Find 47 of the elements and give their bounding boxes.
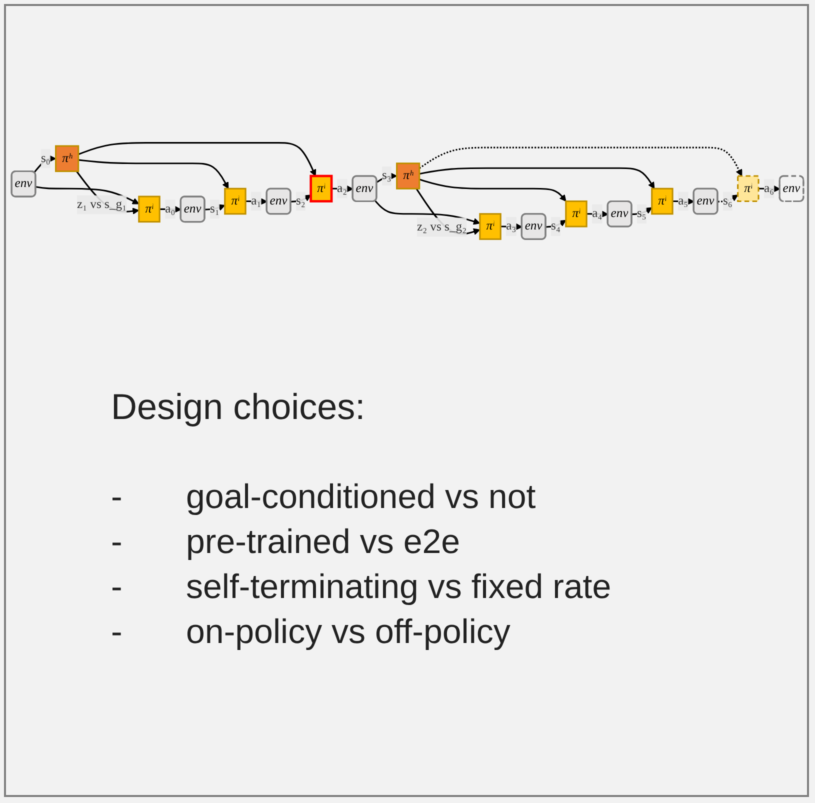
bullet-dash: - bbox=[111, 568, 124, 607]
arrow bbox=[78, 159, 229, 189]
arrow bbox=[419, 167, 655, 189]
arrow bbox=[374, 200, 480, 225]
edge-label: a₃ bbox=[506, 219, 516, 233]
bullet-dash: - bbox=[111, 613, 124, 652]
node-box bbox=[479, 213, 502, 240]
edge-label: s₅ bbox=[637, 206, 646, 220]
node-box bbox=[310, 174, 333, 202]
arrow bbox=[290, 194, 312, 202]
edge-label: a₁ bbox=[251, 194, 262, 208]
arrow bbox=[718, 194, 738, 202]
edge-label: s₀ bbox=[40, 152, 50, 165]
edge-label: s₃ bbox=[382, 168, 392, 182]
bullet-dash: - bbox=[111, 523, 124, 562]
list-item: on-policy vs off-policy bbox=[186, 613, 510, 652]
edge-label: z₂ vs s_g₂ bbox=[416, 220, 466, 234]
arrow bbox=[78, 142, 316, 176]
edge-label: a₆ bbox=[764, 182, 774, 195]
arrow bbox=[419, 178, 566, 202]
node-box bbox=[396, 162, 420, 190]
edge-label: a₅ bbox=[678, 194, 688, 208]
edge-label: a₂ bbox=[337, 182, 348, 195]
edge-label: a₄ bbox=[592, 206, 602, 220]
list-item: pre-trained vs e2e bbox=[186, 523, 460, 562]
edge-label: z₁ vs s_g₁ bbox=[77, 198, 127, 212]
arrow bbox=[76, 170, 140, 215]
node-box bbox=[651, 188, 674, 215]
arrow bbox=[632, 207, 652, 216]
arrow bbox=[418, 146, 742, 176]
bullet-dash: - bbox=[111, 478, 124, 517]
arrow bbox=[204, 204, 226, 211]
edge-label: a₀ bbox=[165, 202, 176, 216]
list-item: self-terminating vs fixed rate bbox=[186, 568, 612, 607]
edge-label: s₂ bbox=[296, 194, 306, 208]
edge-label: s₆ bbox=[722, 194, 732, 208]
node-box bbox=[565, 200, 588, 228]
heading: Design choices: bbox=[111, 386, 366, 428]
node-box bbox=[224, 188, 246, 215]
edge-label: s₄ bbox=[551, 219, 560, 233]
node-box bbox=[737, 175, 760, 202]
arrow bbox=[376, 172, 398, 183]
node-box bbox=[55, 145, 80, 172]
node-box bbox=[138, 196, 160, 223]
arrow bbox=[36, 186, 140, 204]
edge-label: s₁ bbox=[210, 202, 220, 216]
list-item: goal-conditioned vs not bbox=[186, 478, 536, 517]
